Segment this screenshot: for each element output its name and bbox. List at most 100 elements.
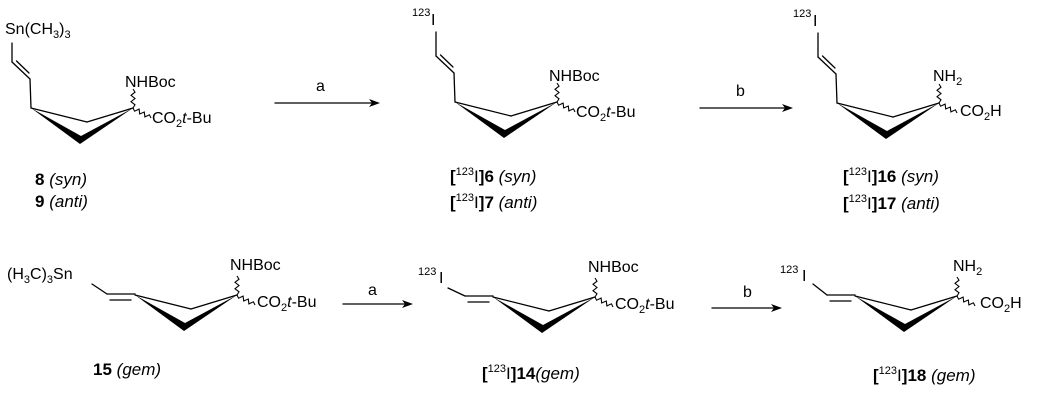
compound-label-15: 15 (gem) <box>93 361 161 379</box>
vinyl-double-bond <box>435 55 455 74</box>
ester-group-6: CO2t-Bu <box>576 104 636 124</box>
isotope-number: 123 <box>412 7 431 19</box>
vinyl-bond <box>812 283 828 296</box>
ring-wedge-bonds <box>855 296 957 332</box>
element: I <box>474 193 479 212</box>
iodine-atom: I <box>439 270 444 287</box>
compound-number: 9 <box>35 192 45 211</box>
amine-group-15: NHBoc <box>230 257 281 274</box>
amine-group-16: NH2 <box>933 68 963 88</box>
ring-bond-back <box>854 295 912 311</box>
element: I <box>867 194 872 213</box>
ring-bond-back <box>910 295 958 311</box>
ring-wedge-bonds <box>135 295 237 331</box>
bracket-close <box>479 167 485 186</box>
stereo-config: (syn) <box>901 167 939 186</box>
ring-bond-back <box>892 102 940 118</box>
isotope-number: 123 <box>455 166 475 178</box>
stereo-config: (syn) <box>49 170 87 189</box>
ring-bond-back <box>836 102 894 118</box>
ring-wedge-bonds <box>31 108 133 144</box>
stereo-config: (anti) <box>49 192 88 211</box>
element: I <box>474 167 479 186</box>
isotope-number: 123 <box>848 166 868 178</box>
wavy-bond-carboxyl <box>132 107 152 119</box>
compound-label-7: 123I7 (anti) <box>450 192 537 213</box>
ring-wedge-bonds <box>493 297 595 333</box>
bracket-open <box>450 193 456 212</box>
isotope-number: 123 <box>848 193 868 205</box>
amine-group-18: NH2 <box>953 258 983 278</box>
compound-label-14: 123I14(gem) <box>482 364 580 384</box>
vinyl-bond <box>91 283 108 295</box>
compound-number: 14 <box>516 364 536 383</box>
reaction-arrow-b-bottom-head <box>771 304 782 312</box>
ring-wedge-bonds <box>837 103 939 139</box>
allyl-bond <box>835 73 838 104</box>
amine-group-8: NHBoc <box>125 74 176 91</box>
allyl-bond <box>453 72 456 103</box>
compound-label-17: 123I 17 (anti) <box>843 193 940 214</box>
vinyl-double-bond-inner <box>821 55 836 69</box>
iodine-atom: I <box>813 13 818 30</box>
stannyl-group-8: Sn(CH3)3 <box>5 21 71 41</box>
stannyl-group-15: (H3C)3Sn <box>7 266 73 286</box>
bracket-open <box>482 364 488 383</box>
allyl-bond <box>29 78 32 109</box>
element: I <box>506 364 511 383</box>
reagent-label-a-bottom: a <box>368 282 377 299</box>
compound-label-9: 9 (anti) <box>35 193 88 211</box>
ring-bond-back <box>86 107 134 123</box>
stereo-config: (anti) <box>901 194 940 213</box>
acid-group-16: CO2H <box>960 103 1002 123</box>
wavy-bond-amine <box>554 82 560 103</box>
isotope-number: 123 <box>455 192 475 204</box>
bracket-open <box>843 167 849 186</box>
reagent-label-b-top: b <box>736 83 745 100</box>
reaction-arrow-a-top-head <box>369 99 380 107</box>
bracket-close <box>902 366 908 385</box>
ring-bond-back <box>492 296 550 312</box>
wavy-bond-amine <box>936 83 942 104</box>
wavy-bond-carboxyl <box>594 296 614 308</box>
bracket-open <box>873 366 879 385</box>
wavy-bond-carboxyl <box>956 295 976 307</box>
bracket-close <box>479 193 485 212</box>
wavy-bond-amine <box>130 88 136 109</box>
stereo-config: (gem) <box>116 360 162 379</box>
ester-group-15: CO2t-Bu <box>257 294 317 314</box>
isotope-number: 123 <box>780 264 799 276</box>
compound-number: 6 <box>484 167 494 186</box>
ring-bond-back <box>190 294 238 310</box>
bracket-close <box>511 364 517 383</box>
ring-bond-back <box>548 296 596 312</box>
reaction-arrow-a-bottom-head <box>402 300 413 308</box>
element: I <box>867 167 872 186</box>
amine-group-14: NHBoc <box>588 259 639 276</box>
bracket-open <box>843 194 849 213</box>
wavy-bond-carboxyl <box>236 294 256 306</box>
ring-bond-back <box>30 107 88 123</box>
compound-number: 7 <box>484 193 494 212</box>
element: I <box>897 366 902 385</box>
bracket-close <box>872 194 878 213</box>
ring-wedge-bonds <box>455 102 557 138</box>
stereo-config: (gem) <box>535 364 580 383</box>
ring-bond-back <box>134 294 192 310</box>
reagent-label-a-top: a <box>316 78 325 95</box>
isotope-number: 123 <box>418 266 437 278</box>
vinyl-bond <box>447 287 466 297</box>
bracket-open <box>450 167 456 186</box>
acid-group-18: CO2H <box>980 295 1022 315</box>
compound-label-16: 123I16 (syn) <box>843 166 939 187</box>
bracket-close <box>872 167 878 186</box>
vinyl-double-bond <box>11 61 31 80</box>
compound-label-8: 8 (syn) <box>35 171 87 189</box>
compound-label-18: 123I18 (gem) <box>873 366 976 386</box>
iodine-atom: I <box>802 268 807 285</box>
compound-number: 17 <box>877 194 897 213</box>
wavy-bond-amine <box>234 275 240 296</box>
compound-number: 15 <box>93 360 112 379</box>
